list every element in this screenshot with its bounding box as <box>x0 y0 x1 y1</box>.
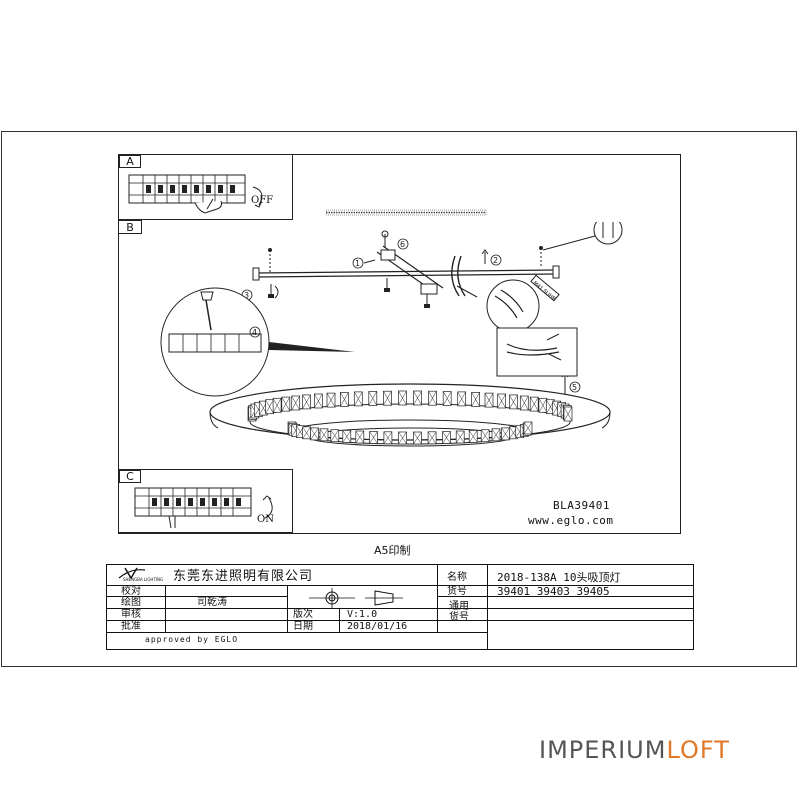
title-block: SHENGBA LIGHTING 东莞东进照明有限公司 校对 绘图 司乾涛 审核… <box>106 564 694 650</box>
step-2-label: 2 <box>493 256 498 265</box>
draw-label: 绘图 <box>121 597 141 608</box>
item-label: 货号 <box>447 586 467 597</box>
projection-symbol-icon <box>309 588 403 608</box>
approve-label: 批准 <box>121 621 141 632</box>
company-logo-icon <box>118 567 146 580</box>
panel-a-tag: A <box>119 155 141 168</box>
name-label: 名称 <box>447 572 467 583</box>
terminal-block-on-illustration <box>134 487 273 529</box>
general-label-2: 货号 <box>449 612 469 623</box>
panel-c: C ON <box>118 469 293 533</box>
step-3-label: 3 <box>244 291 249 300</box>
step-6-label: 6 <box>400 240 405 249</box>
panel-c-tag: C <box>119 470 141 483</box>
watermark: IMPERIUMLOFT <box>539 736 730 764</box>
document-frame <box>1 131 797 667</box>
company-name: 东莞东进照明有限公司 <box>173 569 314 584</box>
installation-illustration: 1 2 3 5 6 M41.5LIHR 4 <box>160 222 623 447</box>
check-label: 校对 <box>121 586 141 597</box>
version-label: 版次 <box>293 609 313 620</box>
product-name: 2018-138A 10头吸顶灯 <box>497 571 621 584</box>
watermark-accent: LOFT <box>666 736 730 764</box>
terminal-block-off-illustration <box>128 174 263 214</box>
dotted-bar <box>326 209 487 216</box>
model-code: BLA39401 <box>553 499 610 512</box>
date-value: 2018/01/16 <box>347 621 408 632</box>
step-1-label: 1 <box>355 259 360 268</box>
website-link[interactable]: www.eglo.com <box>528 514 614 527</box>
logo-text: SHENGBA LIGHTING <box>123 577 164 582</box>
item-numbers: 39401 39403 39405 <box>497 585 610 598</box>
on-label: ON <box>257 514 274 525</box>
step-4-label: 4 <box>252 328 257 337</box>
panel-b-tag: B <box>119 221 141 233</box>
panel-b: B <box>118 220 142 234</box>
watermark-main: IMPERIUM <box>539 736 667 764</box>
print-note: A5印制 <box>374 544 411 557</box>
step-5-label: 5 <box>572 383 577 392</box>
review-label: 审核 <box>121 609 141 620</box>
general-label-1: 通用 <box>449 601 469 612</box>
version-value: V:1.0 <box>347 609 378 620</box>
drawer-name: 司乾涛 <box>197 597 227 608</box>
off-label: OFF <box>251 195 274 206</box>
approved-by: approved by EGLO <box>145 635 239 644</box>
drawing-frame <box>118 154 681 534</box>
date-label: 日期 <box>293 621 313 632</box>
panel-a: A OFF <box>118 154 293 220</box>
